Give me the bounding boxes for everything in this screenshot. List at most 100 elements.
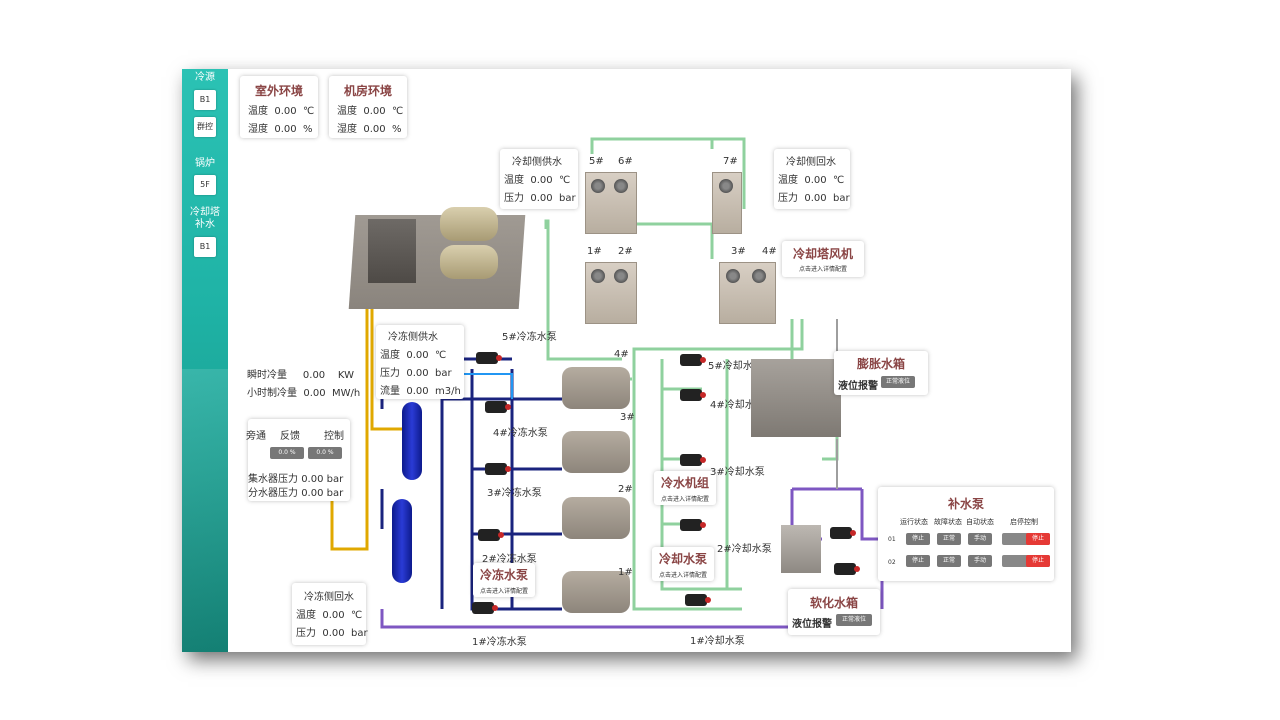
fan-icon bbox=[726, 269, 740, 283]
instant-capacity-unit: KW bbox=[337, 370, 354, 381]
cooling-supply-title: 冷却侧供水 bbox=[512, 157, 562, 168]
chilled-pump-2[interactable] bbox=[478, 529, 504, 541]
cooling-tower-1-2[interactable] bbox=[585, 262, 637, 324]
boiler-tank-upper bbox=[440, 207, 498, 241]
instant-capacity-label: 瞬时冷量 bbox=[247, 370, 287, 381]
chilled-supply-temp-label: 温度 bbox=[380, 350, 400, 361]
softened-tank-card: 软化水箱 液位报警 正常液位 bbox=[788, 589, 880, 635]
sidebar-button-group-control[interactable]: 群控 bbox=[194, 117, 216, 137]
sidebar-button-boiler-5f[interactable]: 5F bbox=[194, 175, 216, 195]
chiller-unit-title: 冷水机组 bbox=[660, 476, 709, 490]
makeup-pump-2[interactable] bbox=[834, 563, 860, 575]
instant-capacity-value: 0.00 bbox=[302, 370, 326, 381]
cooling-pump-sub: 点击进入详情配置 bbox=[658, 572, 707, 579]
softened-tank-status: 正常液位 bbox=[836, 614, 872, 626]
sidebar-group-title-boiler: 锅炉 bbox=[195, 158, 215, 169]
makeup-row-01-toggle[interactable]: 停止 bbox=[1002, 533, 1050, 545]
hourly-capacity-value: 0.00 bbox=[303, 388, 326, 399]
chilled-supply-temp-value: 0.00 bbox=[406, 350, 429, 361]
outdoor-title: 室外环境 bbox=[254, 84, 303, 98]
softened-water-tank[interactable] bbox=[781, 525, 821, 573]
header-fault-status: 故障状态 bbox=[934, 518, 962, 526]
cooling-supply-press-label: 压力 bbox=[504, 193, 524, 204]
makeup-pump-panel: 补水泵 运行状态 故障状态 自动状态 启停控制 01 停止 正常 手动 停止 0… bbox=[878, 487, 1054, 581]
chilled-return-press-unit: bar bbox=[350, 628, 368, 639]
makeup-row-01-toggle-label: 停止 bbox=[1026, 533, 1050, 545]
cooling-pump-5[interactable] bbox=[680, 354, 706, 366]
tower-label-5: 5# bbox=[589, 156, 604, 167]
machine-room-card: 机房环境 温度 0.00 ℃ 湿度 0.00 % bbox=[329, 76, 407, 138]
machine-room-temp-unit: ℃ bbox=[391, 106, 404, 117]
chilled-return-temp-label: 温度 bbox=[296, 610, 316, 621]
boiler-pump-stack bbox=[368, 219, 416, 283]
divider-pressure-row: 分水器压力 0.00 bar bbox=[248, 484, 343, 499]
sidebar-button-makeup-b1[interactable]: B1 bbox=[194, 237, 216, 257]
makeup-row-02-toggle[interactable]: 停止 bbox=[1002, 555, 1050, 567]
boiler-tank-lower bbox=[440, 245, 498, 279]
cooling-pump-3[interactable] bbox=[680, 454, 706, 466]
instant-capacity-row: 瞬时冷量 0.00 KW bbox=[247, 366, 354, 381]
makeup-pump-title: 补水泵 bbox=[947, 497, 984, 511]
water-collector-vessel bbox=[392, 499, 412, 583]
machine-room-title: 机房环境 bbox=[343, 84, 392, 98]
cooling-pump-1[interactable] bbox=[685, 594, 711, 606]
bypass-card: 旁通 反馈 控制 0.0 % 0.0 % 集水器压力 0.00 bar 分水器压… bbox=[246, 419, 350, 501]
cooling-return-press-unit: bar bbox=[832, 193, 850, 204]
chilled-pump-sub: 点击进入详情配置 bbox=[479, 588, 528, 595]
cooling-pump-card[interactable]: 冷却水泵 点击进入详情配置 bbox=[652, 547, 714, 581]
chilled-pump-4[interactable] bbox=[485, 401, 511, 413]
chilled-pump-label-5: 5#冷冻水泵 bbox=[502, 332, 557, 343]
chilled-return-press-row: 压力 0.00 bar bbox=[296, 624, 368, 639]
chiller-2[interactable] bbox=[562, 497, 630, 539]
outdoor-temp-row: 温度 0.00 ℃ bbox=[248, 102, 314, 117]
cooling-supply-press-unit: bar bbox=[558, 193, 576, 204]
cooling-pump-4[interactable] bbox=[680, 389, 706, 401]
outdoor-temp-value: 0.00 bbox=[274, 106, 297, 117]
chilled-pump-1[interactable] bbox=[472, 602, 498, 614]
chilled-supply-press-label: 压力 bbox=[380, 368, 400, 379]
bypass-feedback-value: 0.0 % bbox=[270, 447, 304, 459]
chiller-4[interactable] bbox=[562, 367, 630, 409]
bypass-control-value[interactable]: 0.0 % bbox=[308, 447, 342, 459]
cooling-return-temp-row: 温度 0.00 ℃ bbox=[778, 171, 844, 186]
cooling-pump-label-3: 3#冷却水泵 bbox=[710, 467, 765, 478]
chilled-pump-card[interactable]: 冷冻水泵 点击进入详情配置 bbox=[473, 563, 535, 597]
chilled-pump-label-3: 3#冷冻水泵 bbox=[487, 488, 542, 499]
outdoor-hum-value: 0.00 bbox=[274, 124, 297, 135]
scada-window: 冷源 B1 群控 锅炉 5F 冷却塔 补水 B1 bbox=[182, 69, 1071, 652]
sidebar-decoration bbox=[182, 369, 228, 652]
chilled-supply-pipe bbox=[442, 373, 513, 399]
chilled-pump-3[interactable] bbox=[485, 463, 511, 475]
cooling-supply-card: 冷却侧供水 温度 0.00 ℃ 压力 0.00 bar bbox=[500, 149, 578, 209]
header-run-status: 运行状态 bbox=[900, 518, 928, 526]
expansion-tank[interactable] bbox=[751, 359, 841, 437]
expansion-tank-title: 膨胀水箱 bbox=[856, 357, 905, 371]
header-auto-status: 自动状态 bbox=[966, 518, 994, 526]
fan-icon bbox=[719, 179, 733, 193]
expansion-tank-alarm-label: 液位报警 bbox=[838, 381, 878, 392]
chiller-1[interactable] bbox=[562, 571, 630, 613]
cooling-tower-7[interactable] bbox=[712, 172, 742, 234]
tower-label-2: 2# bbox=[618, 246, 633, 257]
chiller-3[interactable] bbox=[562, 431, 630, 473]
cooling-return-temp-label: 温度 bbox=[778, 175, 798, 186]
sidebar-group-title-tower-makeup: 冷却塔 补水 bbox=[182, 207, 228, 231]
fan-icon bbox=[614, 269, 628, 283]
cooling-tower-3-4[interactable] bbox=[719, 262, 776, 324]
chilled-supply-flow-row: 流量 0.00 m3/h bbox=[380, 382, 461, 397]
chilled-return-card: 冷冻侧回水 温度 0.00 ℃ 压力 0.00 bar bbox=[292, 583, 368, 645]
divider-pressure-value: 0.00 bar bbox=[301, 488, 344, 499]
chiller-unit-card[interactable]: 冷水机组 点击进入详情配置 bbox=[654, 471, 716, 505]
cooling-tower-fan-card[interactable]: 冷却塔风机 点击进入详情配置 bbox=[782, 241, 864, 277]
outdoor-hum-unit: % bbox=[302, 124, 313, 135]
cooling-supply-temp-unit: ℃ bbox=[558, 175, 571, 186]
cooling-pump-2[interactable] bbox=[680, 519, 706, 531]
cooling-tower-5-6[interactable] bbox=[585, 172, 637, 234]
makeup-pump-1[interactable] bbox=[830, 527, 856, 539]
chilled-pump-5[interactable] bbox=[476, 352, 502, 364]
cooling-return-press-label: 压力 bbox=[778, 193, 798, 204]
sidebar-button-cold-b1[interactable]: B1 bbox=[194, 90, 216, 110]
machine-room-hum-row: 湿度 0.00 % bbox=[337, 120, 402, 135]
chilled-return-press-label: 压力 bbox=[296, 628, 316, 639]
makeup-row-02-run: 停止 bbox=[906, 555, 930, 567]
